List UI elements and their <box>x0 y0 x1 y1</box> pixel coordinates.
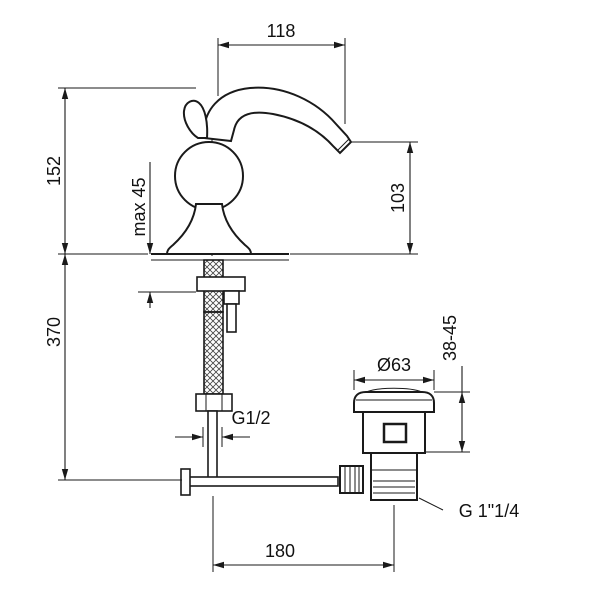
dim-centers-distance: 180 <box>212 496 395 572</box>
knurled-nut <box>339 465 364 494</box>
supply-hose <box>203 311 224 395</box>
dim-hose-length-label: 370 <box>44 317 64 347</box>
dim-outlet-height: 103 <box>290 141 418 255</box>
rod-end-cap <box>180 468 191 496</box>
dim-outlet-height-label: 103 <box>388 183 408 213</box>
dim-max-deck-label: max 45 <box>129 177 149 236</box>
faucet-outline <box>151 86 353 496</box>
overflow-window <box>382 422 408 444</box>
handle-knob <box>182 99 209 139</box>
dim-drain-deck-range-label: 38-45 <box>440 315 460 361</box>
pop-up-rod <box>185 476 339 487</box>
dim-drain-diameter-label: Ø63 <box>377 355 411 375</box>
dim-inlet-thread-label: G1/2 <box>231 408 270 428</box>
dim-drain-diameter: Ø63 <box>353 355 435 390</box>
mounting-spacer <box>223 290 240 305</box>
dim-hose-length: 370 <box>44 254 182 481</box>
drain-outline <box>339 387 435 501</box>
dim-drain-deck-range: 38-45 <box>426 315 470 453</box>
faucet-spout <box>202 86 353 155</box>
dim-max-deck: max 45 <box>129 162 196 308</box>
mounting-stud <box>226 303 237 333</box>
aerator-edge <box>337 138 350 151</box>
dim-total-height-label: 152 <box>44 156 64 186</box>
dim-drain-thread: G 1"1/4 <box>418 497 519 521</box>
dim-drain-thread-label: G 1"1/4 <box>459 501 519 521</box>
lock-nut <box>196 276 246 292</box>
drain-tailpiece <box>370 452 418 501</box>
drain-flange-dome <box>365 387 423 393</box>
hose-nut <box>195 393 233 412</box>
dim-centers-distance-label: 180 <box>265 541 295 561</box>
faucet-body-sphere <box>174 141 244 211</box>
dim-spout-reach-label: 118 <box>267 21 296 41</box>
drain-flange <box>353 391 435 413</box>
dim-total-height: 152 <box>44 87 196 255</box>
supply-pipe <box>207 410 218 480</box>
dim-inlet-thread: G1/2 <box>175 408 271 447</box>
dim-spout-reach: 118 <box>217 21 346 124</box>
